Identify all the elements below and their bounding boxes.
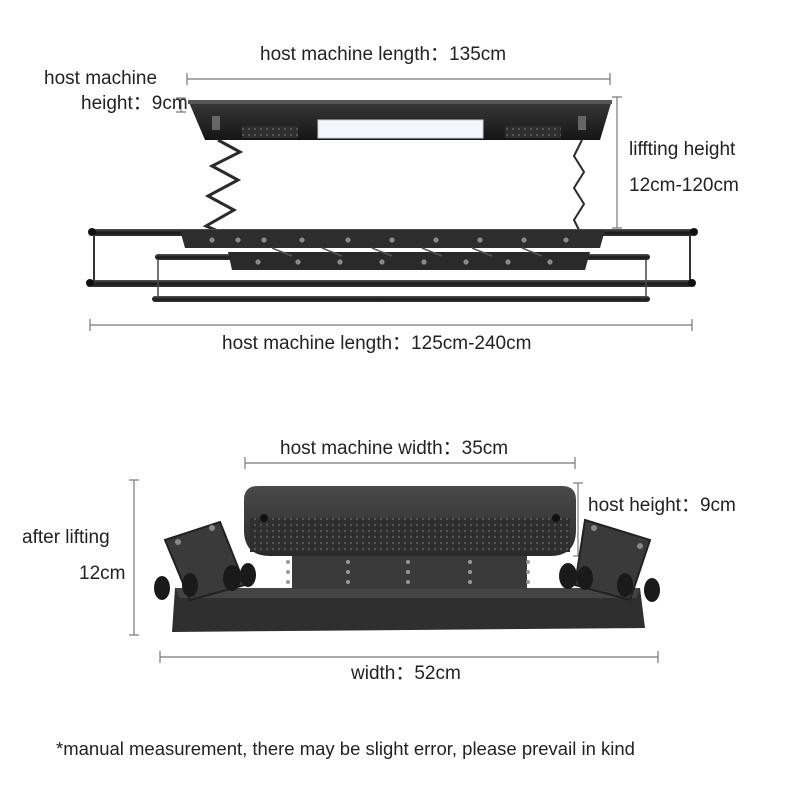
dimension-line-width <box>159 651 659 663</box>
scissor-arm-left <box>202 138 244 238</box>
lifting-height-label-line1: liffting height <box>629 139 736 160</box>
width-label: width：52cm <box>351 663 461 684</box>
dimension-line-host-length <box>186 73 611 85</box>
host-length-label: host machine length：135cm <box>260 44 507 65</box>
extended-length-label: host machine length：125cm-240cm <box>222 333 532 354</box>
dimension-line-host-width <box>244 457 576 469</box>
host-height-side-label: host height：9cm <box>588 495 736 516</box>
host-machine-side <box>154 486 660 632</box>
dimension-line-extended-length <box>89 319 693 331</box>
after-lifting-label-line2: 12cm <box>79 563 126 584</box>
host-width-label: host machine width：35cm <box>280 438 509 459</box>
after-lifting-label-line1: after lifting <box>22 527 110 548</box>
host-machine-top <box>188 100 612 140</box>
rack-frame <box>180 230 605 270</box>
lifting-height-label-line2: 12cm-120cm <box>629 175 739 196</box>
footnote: *manual measurement, there may be slight… <box>56 738 635 759</box>
host-height-label-line2: height：9cm <box>81 93 188 114</box>
dimension-line-after-lifting <box>129 479 139 636</box>
host-height-label-line1: host machine <box>44 68 158 89</box>
scissor-arm-right <box>572 139 586 233</box>
dimension-line-host-height <box>176 97 186 113</box>
dimension-line-lifting-height <box>612 96 622 229</box>
